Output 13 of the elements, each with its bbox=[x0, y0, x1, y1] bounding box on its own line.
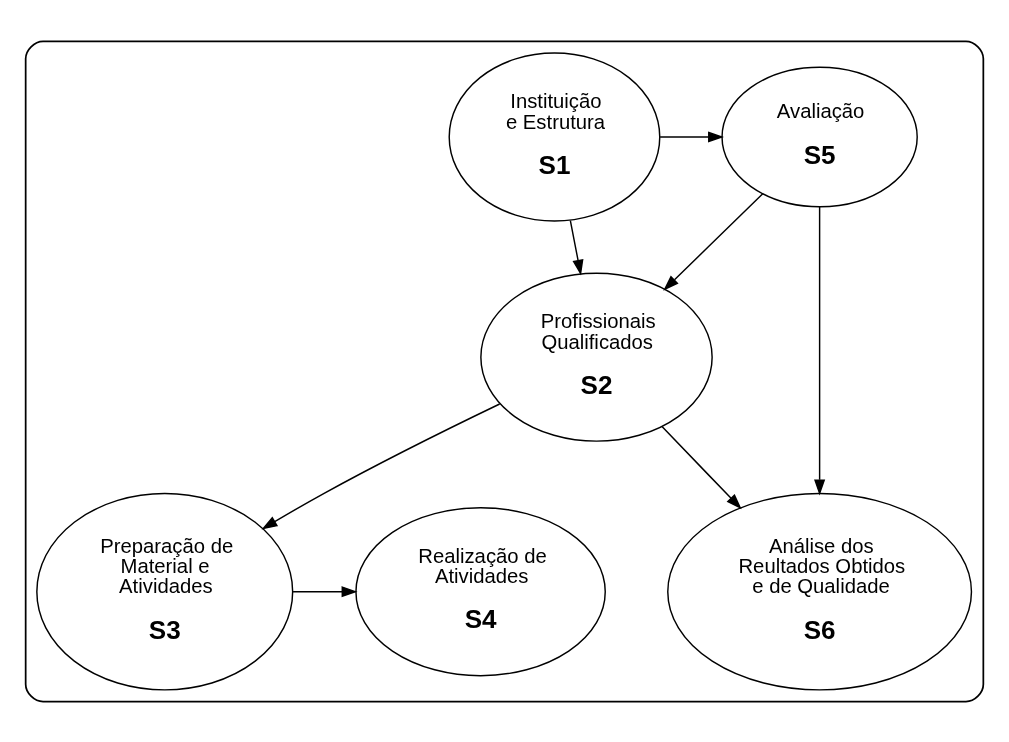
arrow bbox=[663, 192, 764, 291]
node-ellipse: Instituição e Estrutura S1 bbox=[448, 51, 661, 222]
arrow bbox=[261, 402, 501, 529]
arrow bbox=[661, 425, 742, 509]
node-ellipse: Realização de Atividades S4 bbox=[355, 506, 606, 676]
arrow bbox=[292, 585, 358, 597]
arrow bbox=[814, 205, 826, 495]
cluster bbox=[24, 40, 985, 702]
node-ellipse: Avaliação S5 bbox=[721, 65, 918, 207]
node-ellipse: Profissionais Qualificados S2 bbox=[480, 271, 713, 442]
arrow bbox=[569, 219, 584, 276]
arrow bbox=[659, 130, 724, 143]
node-ellipse: Preparação de Material e Atividades S3 bbox=[36, 492, 294, 691]
